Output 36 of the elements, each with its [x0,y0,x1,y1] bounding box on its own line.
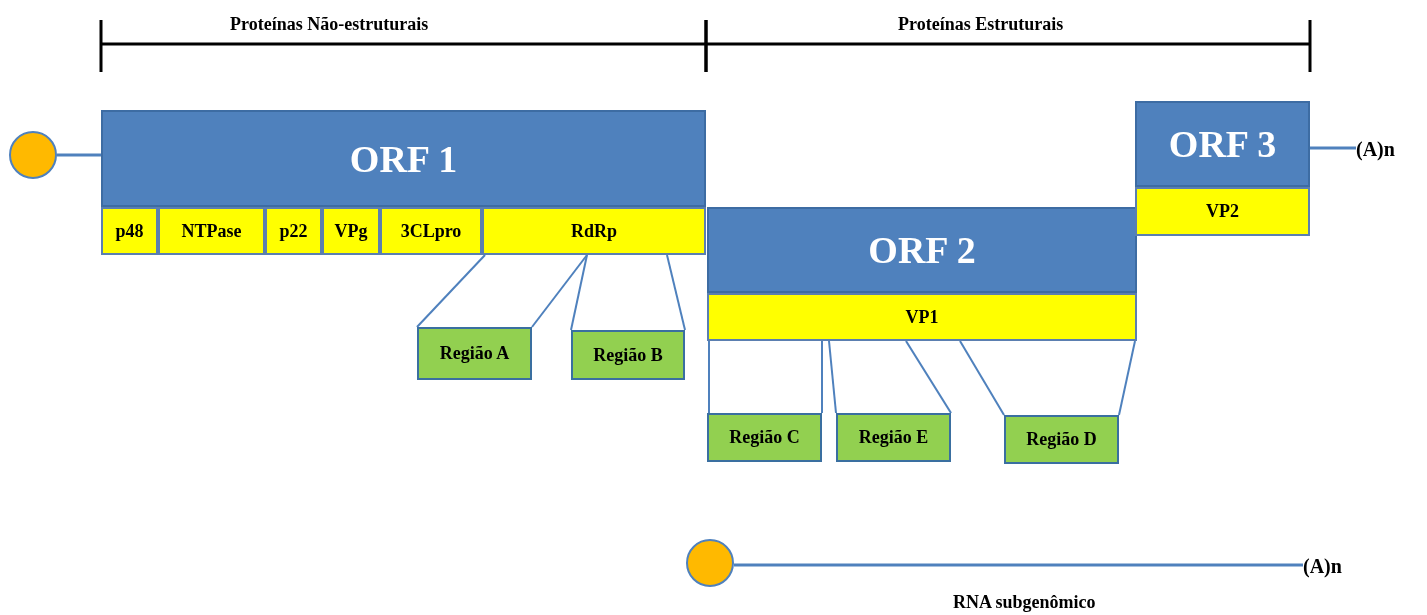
leader-line [531,254,588,328]
leader-line [905,340,952,414]
leader-line [416,254,486,328]
cap-circle [686,539,734,587]
protein-segment: p48 [101,207,158,255]
poly-a-label: (A)n [1303,553,1359,579]
protein-segment: 3CLpro [380,207,482,255]
leader-line [708,340,710,414]
poly-a-label: (A)n [1356,136,1412,162]
rna-line [1310,146,1356,150]
region-box: Região B [571,330,685,380]
cap-circle [9,131,57,179]
region-box: Região C [707,413,822,462]
protein-segment: RdRp [482,207,706,255]
protein-segment: VPg [322,207,380,255]
caption-text: RNA subgenômico [953,592,1096,613]
protein-segment: p22 [265,207,322,255]
leader-line [1118,340,1136,416]
orf-box: ORF 3 [1135,101,1310,187]
rna-line [734,563,1303,567]
protein-segment: VP2 [1135,187,1310,236]
section-label: Proteínas Estruturais [898,14,1064,35]
protein-segment: NTPase [158,207,265,255]
protein-segment: VP1 [707,293,1137,341]
section-label: Proteínas Não-estruturais [230,14,429,35]
leader-line [828,340,837,414]
orf-box: ORF 2 [707,207,1137,293]
region-box: Região E [836,413,951,462]
leader-line [959,340,1005,416]
orf-box: ORF 1 [101,110,706,207]
leader-line [666,254,686,331]
rna-line [57,153,101,157]
region-box: Região D [1004,415,1119,464]
leader-line [570,254,588,331]
region-box: Região A [417,327,532,380]
leader-line [821,340,823,414]
